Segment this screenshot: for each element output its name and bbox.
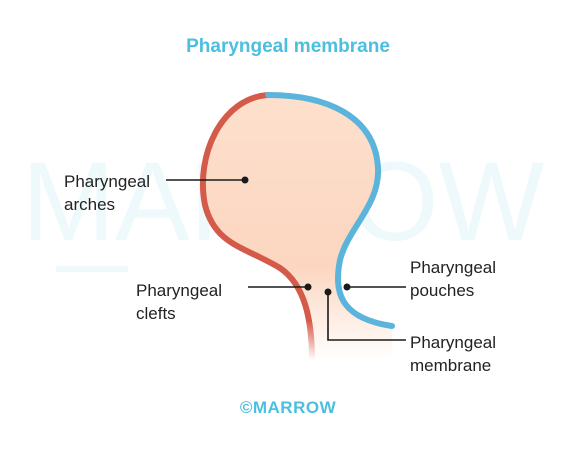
endoderm-outline bbox=[265, 92, 395, 329]
label-line: Pharyngeal bbox=[64, 172, 151, 191]
marker-membrane bbox=[324, 288, 332, 296]
ectoderm-outline bbox=[199, 92, 315, 363]
label-line: clefts bbox=[136, 304, 176, 323]
label-pharyngeal-pouches: Pharyngeal pouches bbox=[410, 256, 496, 302]
label-line: Pharyngeal bbox=[136, 281, 223, 300]
page-title: Pharyngeal membrane bbox=[186, 36, 390, 57]
label-line: arches bbox=[64, 195, 116, 214]
label-pharyngeal-membrane: Pharyngeal membrane bbox=[410, 331, 496, 377]
marker-arches bbox=[241, 176, 249, 184]
marker-clefts bbox=[304, 283, 312, 291]
label-pharyngeal-clefts: Pharyngeal clefts bbox=[136, 279, 222, 325]
label-line: pouches bbox=[410, 281, 475, 300]
label-line: Pharyngeal bbox=[410, 258, 497, 277]
marker-pouches bbox=[343, 283, 351, 291]
mesoderm-body bbox=[202, 95, 392, 360]
copyright-text: ©MARROW bbox=[239, 398, 337, 417]
label-pharyngeal-arches: Pharyngeal arches bbox=[64, 170, 150, 216]
leader-membrane bbox=[327, 293, 406, 341]
label-line: Pharyngeal bbox=[410, 333, 497, 352]
label-line: membrane bbox=[410, 356, 492, 375]
watermark-underline bbox=[56, 266, 128, 272]
